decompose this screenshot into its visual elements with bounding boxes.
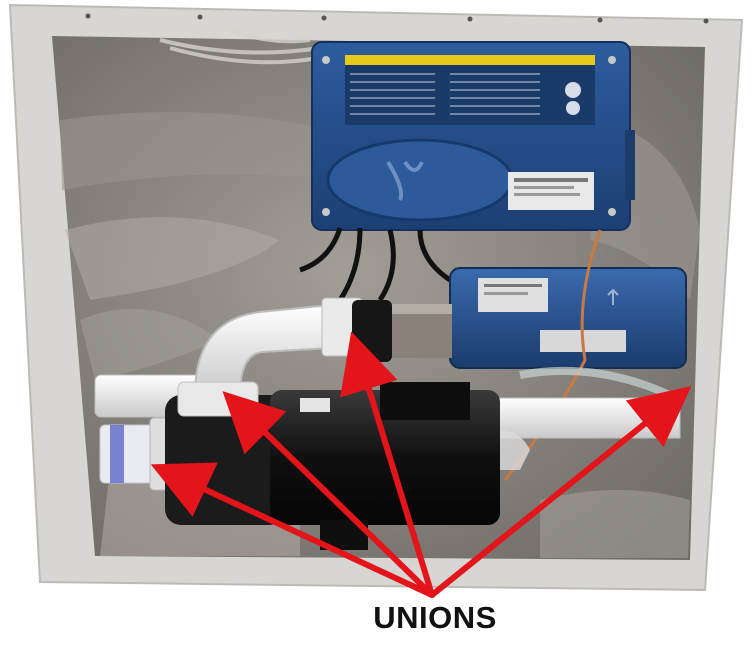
control-box-logo-icon <box>566 101 580 115</box>
wiring-bundle <box>159 28 321 65</box>
power-cables <box>299 227 452 302</box>
union-arrows <box>150 331 692 598</box>
unions-caption: UNIONS <box>373 600 497 635</box>
sensor-wire <box>503 229 602 481</box>
spa-heater <box>449 267 687 369</box>
warning-label-icon <box>565 82 581 98</box>
spa-pump <box>165 381 530 550</box>
heater-union <box>352 300 452 362</box>
spa-control-box <box>311 41 635 231</box>
